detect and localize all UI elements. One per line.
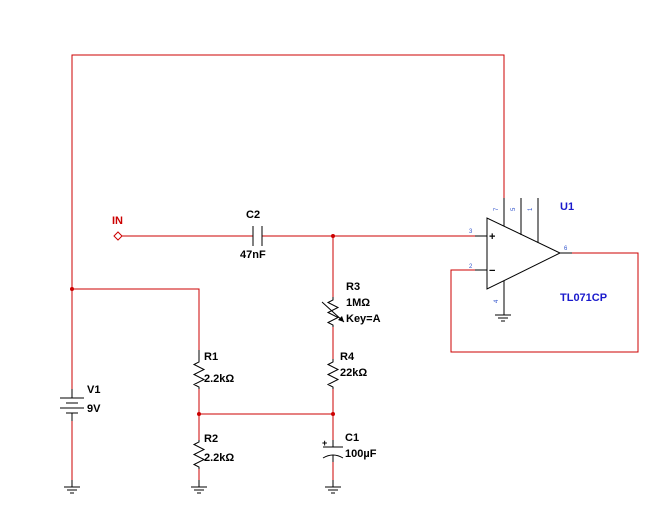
ground-c1 <box>325 480 341 494</box>
c2-ref: C2 <box>246 209 260 221</box>
c1-polarity: + <box>322 438 327 448</box>
battery-icon <box>60 389 84 421</box>
ground-icon <box>191 480 207 494</box>
potentiometer-icon <box>321 297 345 327</box>
r4-value: 22kΩ <box>340 367 367 379</box>
capacitor-icon <box>322 440 344 462</box>
r4-ref: R4 <box>340 351 355 363</box>
r2-value: 2.2kΩ <box>204 452 234 464</box>
ground-icon <box>325 480 341 494</box>
junction-dot <box>70 287 74 291</box>
pin-3: 3 <box>469 229 473 235</box>
c1-ref: C1 <box>345 432 359 444</box>
pin-4: 4 <box>494 299 500 303</box>
v1-ref: V1 <box>87 384 100 396</box>
resistor-icon <box>192 440 206 469</box>
junction-dot <box>331 234 335 238</box>
ground-r2 <box>191 480 207 494</box>
input-port-label: IN <box>112 215 123 227</box>
input-port[interactable]: IN <box>112 215 123 241</box>
capacitor-icon <box>252 226 263 246</box>
battery-v1[interactable]: V1 9V <box>60 384 101 421</box>
resistor-r4[interactable]: R4 22kΩ <box>326 351 367 389</box>
pin-6: 6 <box>564 246 568 252</box>
junctions <box>70 234 335 416</box>
resistor-r1[interactable]: R1 2.2kΩ <box>192 350 234 389</box>
r3-ref: R3 <box>346 281 360 293</box>
r1-ref: R1 <box>204 351 218 363</box>
c1-value: 100µF <box>345 448 377 460</box>
junction-dot <box>197 412 201 416</box>
pin-7: 7 <box>494 207 500 211</box>
resistor-icon <box>192 350 206 389</box>
c2-value: 47nF <box>240 249 266 261</box>
pin-1: 1 <box>528 207 534 211</box>
wire-to-r1 <box>72 288 200 350</box>
r1-value: 2.2kΩ <box>204 373 234 385</box>
wire-v1-to-opamp-vcc <box>71 54 505 389</box>
input-port-icon <box>113 231 123 241</box>
r2-ref: R2 <box>204 433 218 445</box>
capacitor-c1[interactable]: + C1 100µF <box>322 432 377 462</box>
v1-value: 9V <box>87 403 101 415</box>
opamp-part: TL071CP <box>560 292 607 304</box>
opamp-ref: U1 <box>560 201 574 213</box>
wires <box>71 54 639 480</box>
capacitor-c2[interactable]: C2 47nF <box>240 209 266 261</box>
r3-key: Key=A <box>346 313 381 325</box>
resistor-r2[interactable]: R2 2.2kΩ <box>192 433 234 469</box>
potentiometer-r3[interactable]: R3 1MΩ Key=A <box>321 281 381 327</box>
opamp-minus-sign: − <box>489 265 495 277</box>
opamp-icon <box>475 198 572 315</box>
ground-opamp <box>495 314 511 322</box>
wire-inv-input <box>450 252 639 353</box>
opamp-plus-sign: + <box>489 231 495 243</box>
pin-2: 2 <box>469 264 473 270</box>
ground-icon <box>495 314 511 322</box>
resistor-icon <box>326 359 340 389</box>
ground-v1 <box>64 480 80 494</box>
ground-icon <box>64 480 80 494</box>
opamp-u1[interactable]: + − 3 2 6 7 5 1 4 U1 TL071CP <box>469 198 607 315</box>
pin-5: 5 <box>511 207 517 211</box>
junction-dot <box>331 412 335 416</box>
r3-value: 1MΩ <box>346 297 370 309</box>
